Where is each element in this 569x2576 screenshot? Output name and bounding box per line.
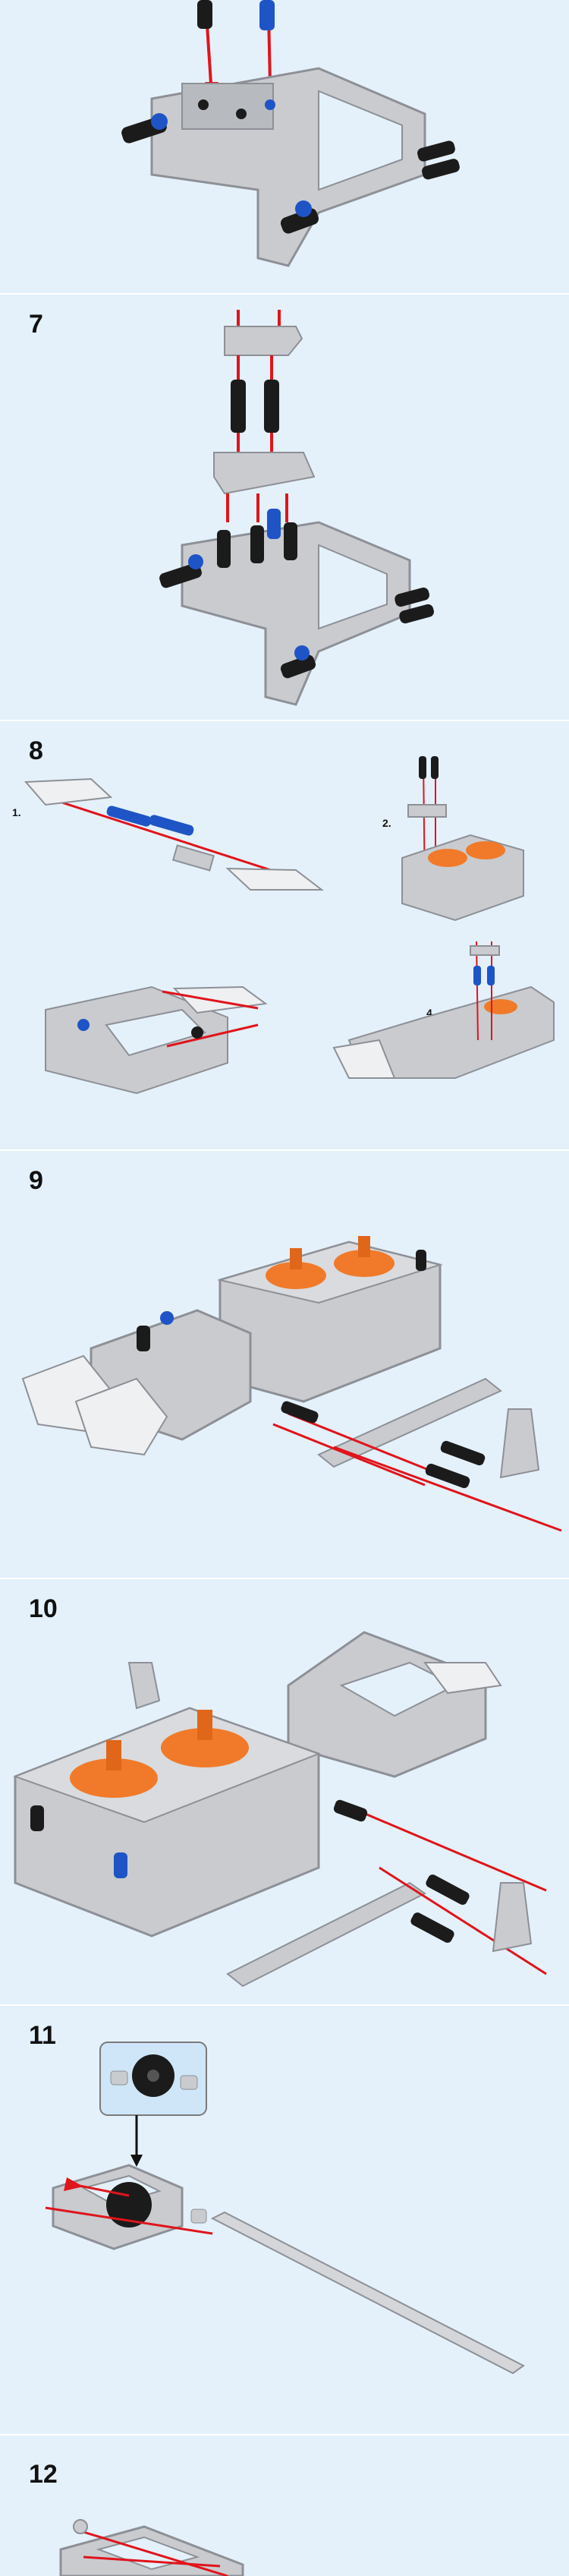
substep-label: 2. [382,817,391,829]
step-7-illustration [159,310,434,706]
step-number: 8 [29,736,43,765]
step-6-illustration [121,0,460,267]
step-11-illustration [45,2042,525,2375]
substep-label: 1. [12,806,21,818]
step-panel-7: 7 [0,295,569,720]
step-number: 11 [29,2021,56,2050]
step-number: 12 [29,2460,58,2489]
step-number: 10 [29,1594,58,1623]
step-panel-10: 10 [0,1579,569,2004]
step-panel-9: 9 [0,1151,569,1578]
step-panel-6 [0,0,569,293]
step-8-illustration [24,756,555,1095]
step-number: 9 [29,1166,43,1195]
step-10-illustration [13,1631,547,1988]
step-12-illustration [59,2519,244,2576]
step-panel-12: 12 [0,2436,569,2576]
step-9-illustration [21,1236,562,1532]
step-panel-11: 11 [0,2006,569,2434]
step-panel-8: 8 1. 2. 3. 4. [0,721,569,1149]
step-number: 7 [29,310,43,339]
substep-label: 4. [426,1007,435,1019]
